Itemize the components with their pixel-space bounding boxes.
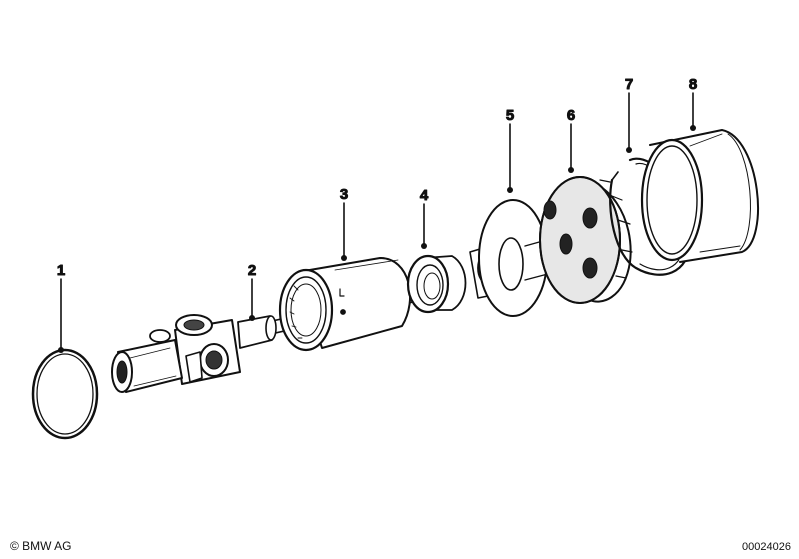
- callout-6[interactable]: 6: [566, 107, 575, 125]
- part-8-cover-ring[interactable]: [640, 129, 759, 263]
- callout-8[interactable]: 8: [688, 76, 697, 94]
- leader-dot-7: [626, 147, 632, 153]
- part-6-coupling[interactable]: [539, 176, 633, 304]
- callout-5[interactable]: 5: [505, 107, 514, 125]
- callout-2[interactable]: 2: [247, 262, 256, 280]
- part-2-universal-joint[interactable]: [111, 287, 423, 393]
- part-4-seal[interactable]: [406, 254, 467, 314]
- part-3-housing[interactable]: [278, 257, 412, 352]
- part-1-o-ring[interactable]: [31, 348, 99, 440]
- diagram-number: 00024026: [742, 541, 791, 553]
- leader-lines: [58, 92, 696, 353]
- callout-3[interactable]: 3: [339, 186, 348, 204]
- part-5-flange[interactable]: [469, 199, 579, 317]
- leader-dot-2: [249, 315, 255, 321]
- leader-dot-5: [507, 187, 513, 193]
- callout-4[interactable]: 4: [419, 187, 429, 205]
- leader-dot-3: [341, 255, 347, 261]
- leader-dot-6: [568, 167, 574, 173]
- callout-7[interactable]: 7: [624, 76, 633, 94]
- leader-dot-8: [690, 125, 696, 131]
- leader-dot-1: [58, 347, 64, 353]
- callout-numbers: 1 2 3 4 5 6 7 8: [56, 76, 697, 280]
- callout-1[interactable]: 1: [56, 262, 65, 280]
- copyright-notice: © BMW AG: [10, 539, 72, 553]
- leader-dot-4: [421, 243, 427, 249]
